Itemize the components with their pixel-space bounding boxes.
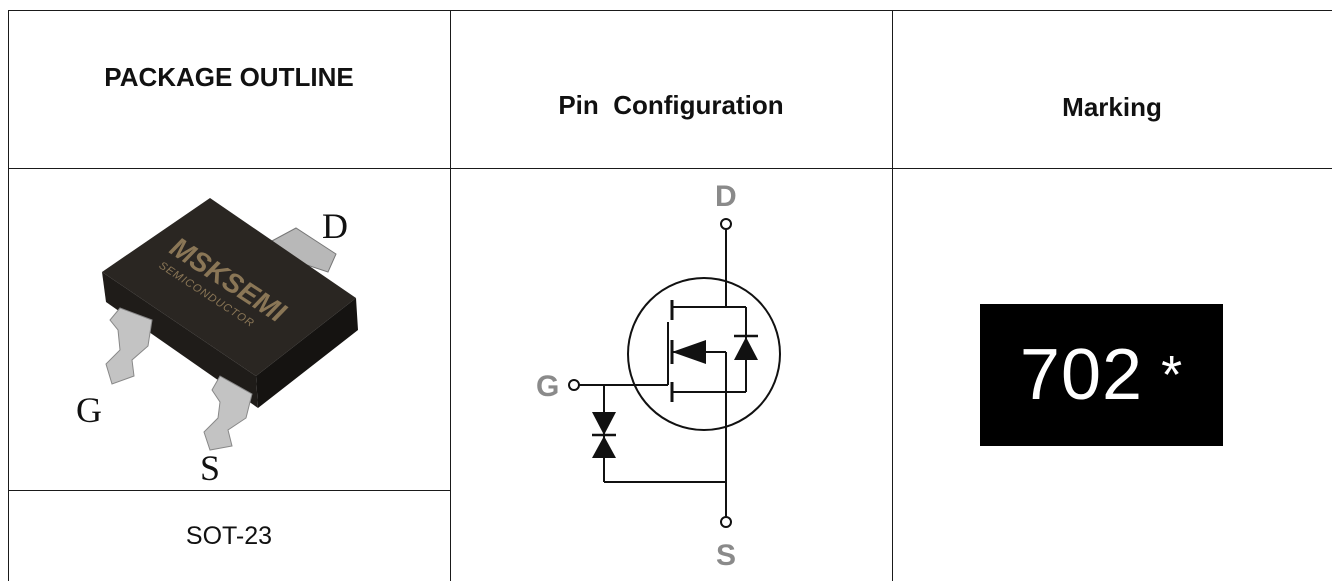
package-body-side-left bbox=[102, 272, 258, 408]
pin-label-d: D bbox=[715, 180, 737, 213]
gate-lead bbox=[105, 307, 153, 385]
pin-label-s: S bbox=[716, 539, 736, 572]
package-body-top bbox=[102, 198, 356, 376]
package-body-side-right bbox=[256, 298, 358, 408]
body-diode-triangle bbox=[734, 337, 758, 360]
body-arrow bbox=[672, 340, 706, 364]
header-pin-configuration: Pin Configuration bbox=[558, 90, 784, 120]
header-bottom-border bbox=[8, 168, 1332, 169]
gate-terminal bbox=[568, 379, 580, 391]
marking-label-box: 702 * bbox=[980, 304, 1223, 446]
column-divider-1 bbox=[450, 10, 451, 581]
source-lead bbox=[203, 375, 253, 451]
pin-configuration-schematic: D G S bbox=[536, 180, 781, 572]
package-name: SOT-23 bbox=[185, 522, 273, 550]
sot23-package-image: MSKSEMI SEMICONDUCTOR D G S bbox=[76, 198, 358, 485]
header-package-outline: PACKAGE OUTLINE bbox=[104, 62, 354, 92]
package-label-divider bbox=[8, 490, 450, 491]
package-pin-label-s: S bbox=[200, 448, 220, 485]
package-pin-label-d: D bbox=[322, 206, 348, 246]
marking-code: 702 bbox=[1019, 335, 1144, 415]
source-terminal bbox=[720, 516, 732, 528]
gate-diode-upper bbox=[592, 412, 616, 435]
column-divider-2 bbox=[892, 10, 893, 581]
drain-terminal bbox=[720, 218, 732, 230]
table-top-border bbox=[8, 10, 1332, 11]
header-marking: Marking bbox=[1062, 92, 1162, 122]
table-left-border bbox=[8, 10, 9, 581]
marking-suffix: * bbox=[1161, 345, 1184, 405]
pin-label-g: G bbox=[536, 370, 559, 403]
gate-diode-lower bbox=[592, 436, 616, 458]
marking-text: 702 * bbox=[1020, 334, 1183, 416]
mosfet-enclosure bbox=[627, 277, 781, 431]
package-pin-label-g: G bbox=[76, 390, 102, 430]
